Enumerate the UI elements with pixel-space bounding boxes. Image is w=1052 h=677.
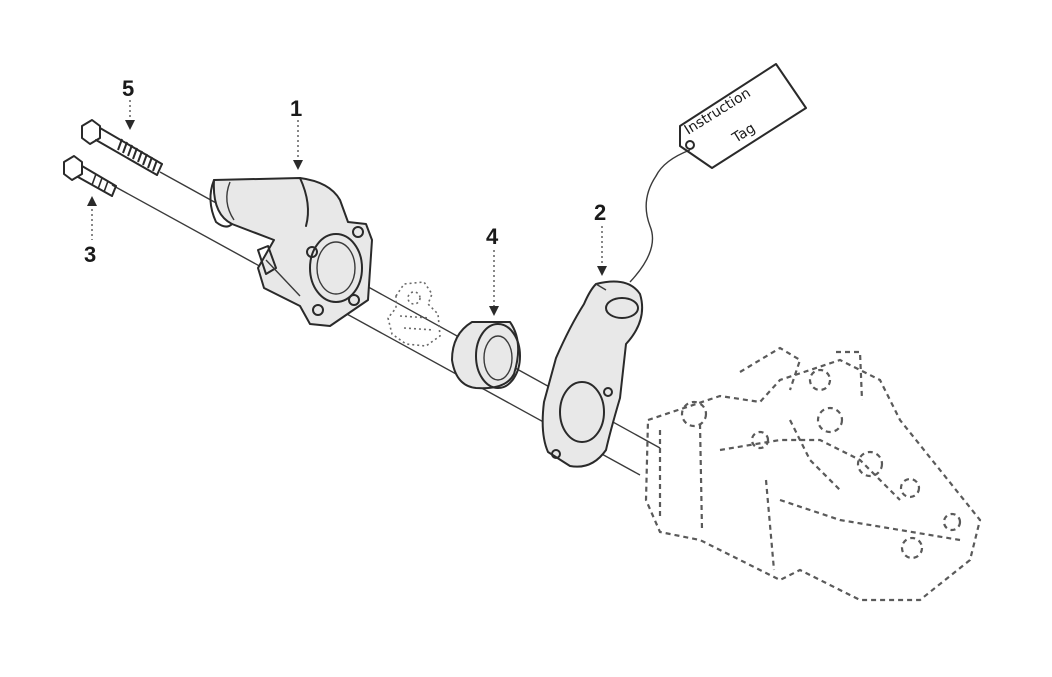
callout-label-3: 3	[84, 242, 96, 267]
arrow-part-3	[87, 196, 97, 240]
tag-text-line-2: Tag	[729, 120, 758, 147]
tag-wire	[629, 149, 691, 283]
callout-label-4: 4	[486, 224, 499, 249]
callout-label-1: 1	[290, 96, 302, 121]
gasket-bracket-part-2	[541, 280, 644, 468]
arrow-part-2	[597, 226, 607, 276]
bolt-upper-part-5	[81, 119, 163, 176]
arrow-part-1	[293, 120, 303, 170]
arrow-part-4	[489, 250, 499, 316]
callout-arrows	[87, 100, 607, 316]
callout-labels: 5 1 3 4 2	[84, 76, 606, 267]
cylinder-head	[644, 346, 982, 602]
thermostat	[387, 281, 441, 347]
thermostat-housing-part-1	[209, 177, 373, 327]
seal-part-4	[451, 321, 521, 390]
arrow-part-5	[125, 100, 135, 130]
callout-label-5: 5	[122, 76, 134, 101]
bolt-lower-part-3	[63, 155, 117, 197]
instruction-tag: Instruction Tag	[679, 63, 807, 169]
callout-label-2: 2	[594, 200, 606, 225]
